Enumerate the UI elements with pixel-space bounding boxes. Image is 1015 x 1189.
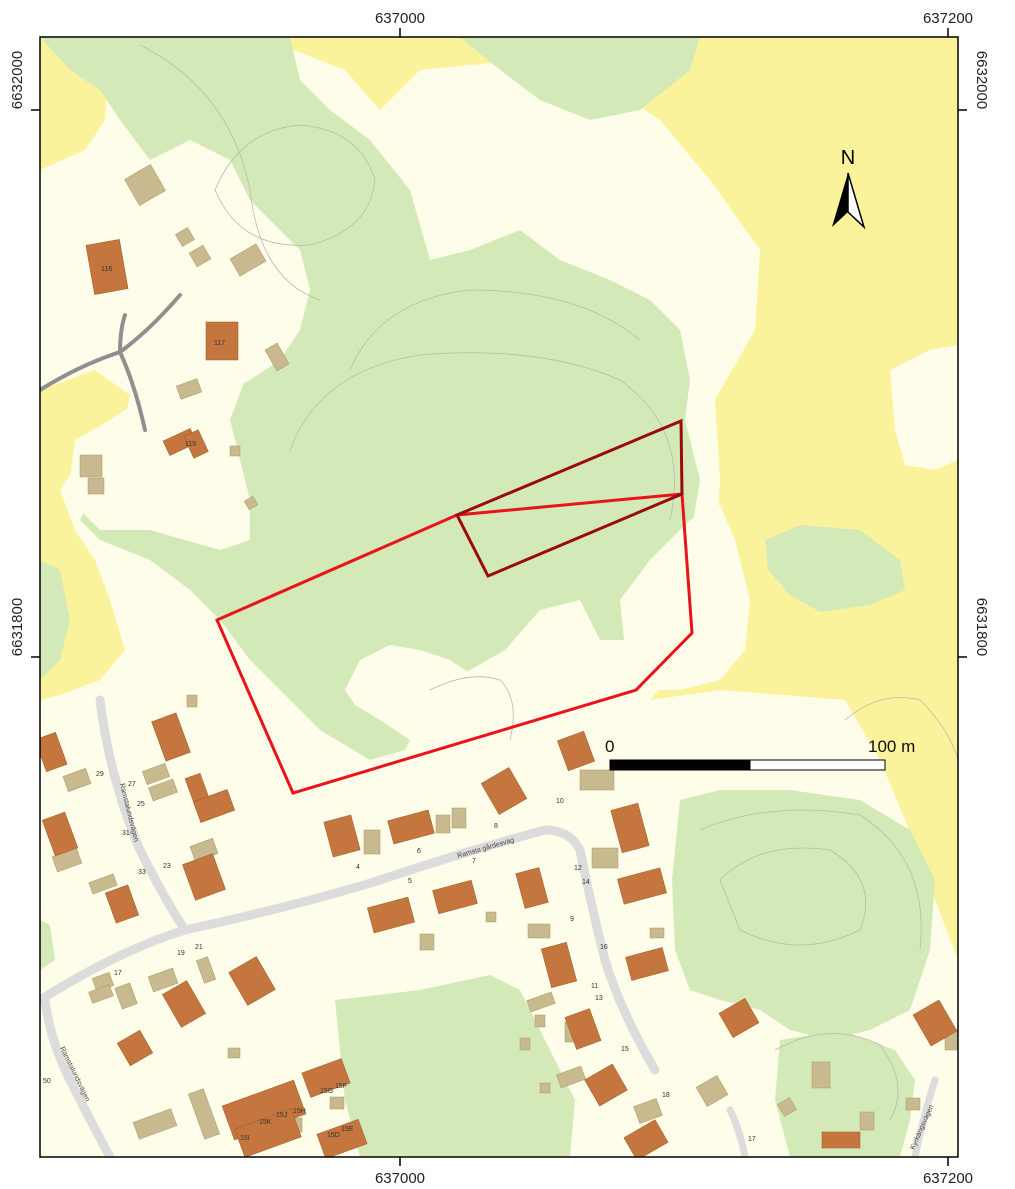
label-15F: 15F: [335, 1083, 347, 1090]
map-border: [39, 36, 959, 1158]
coord-top-x-left: 637000: [375, 10, 425, 27]
north-label: N: [841, 147, 855, 169]
label-14: 14: [582, 879, 590, 886]
label-27: 27: [128, 781, 136, 788]
coord-bottom-x-right: 637200: [923, 1170, 973, 1187]
label-18: 18: [662, 1092, 670, 1099]
label-15G: 15G: [320, 1088, 333, 1095]
label-15E: 15E: [341, 1126, 354, 1133]
outbuildings: [51, 164, 958, 1140]
label-15: 15: [621, 1046, 629, 1053]
house-number-labels: 116 117 115 29 27 25 31 23 33 19 21 17 5…: [43, 266, 756, 1143]
label-23: 23: [163, 863, 171, 870]
label-15D: 15D: [327, 1132, 340, 1139]
label-17b: 17: [748, 1136, 756, 1143]
label-117: 117: [214, 340, 225, 347]
label-8: 8: [494, 823, 498, 830]
label-5: 5: [408, 878, 412, 885]
coordinate-labels: 637000 637200 637000 637200 6632000 6631…: [9, 10, 990, 1187]
scale-bar: 0 100 m: [605, 737, 915, 771]
label-4: 4: [356, 864, 360, 871]
label-115: 115: [185, 441, 196, 448]
north-arrow-icon: N: [832, 147, 866, 230]
label-15K: 15K: [259, 1119, 272, 1126]
label-13: 13: [595, 995, 603, 1002]
label-31: 31: [122, 830, 130, 837]
label-15H: 15H: [293, 1108, 306, 1115]
label-15I: 15I: [240, 1135, 250, 1142]
label-12: 12: [574, 865, 582, 872]
coord-right-y-bottom: 6631800: [973, 598, 990, 656]
coord-right-y-top: 6632000: [973, 51, 990, 109]
scale-end-label: 100 m: [868, 737, 915, 756]
label-11: 11: [591, 983, 598, 990]
boundary-dark-red: [454, 418, 684, 578]
clearings: [70, 140, 958, 740]
label-9: 9: [570, 916, 574, 923]
coord-left-y-top: 6632000: [9, 51, 26, 109]
label-19: 19: [177, 950, 185, 957]
label-29: 29: [96, 771, 104, 778]
contour-lines: [139, 44, 958, 1121]
label-17a: 17: [114, 970, 122, 977]
label-15J: 15J: [276, 1112, 287, 1119]
label-7: 7: [472, 858, 476, 865]
coord-left-y-bottom: 6631800: [9, 598, 26, 656]
label-25: 25: [137, 801, 145, 808]
label-16: 16: [600, 944, 608, 951]
label-10: 10: [556, 798, 564, 805]
label-6: 6: [417, 848, 421, 855]
label-50: 50: [43, 1078, 51, 1085]
roads: [40, 293, 939, 1157]
coordinate-ticks: [31, 28, 967, 1166]
label-33: 33: [138, 869, 146, 876]
coord-top-x-right: 637200: [923, 10, 973, 27]
label-21: 21: [195, 944, 203, 951]
coord-bottom-x-left: 637000: [375, 1170, 425, 1187]
label-116: 116: [101, 266, 112, 273]
buildings: [40, 239, 958, 1157]
scale-start-label: 0: [605, 737, 614, 756]
